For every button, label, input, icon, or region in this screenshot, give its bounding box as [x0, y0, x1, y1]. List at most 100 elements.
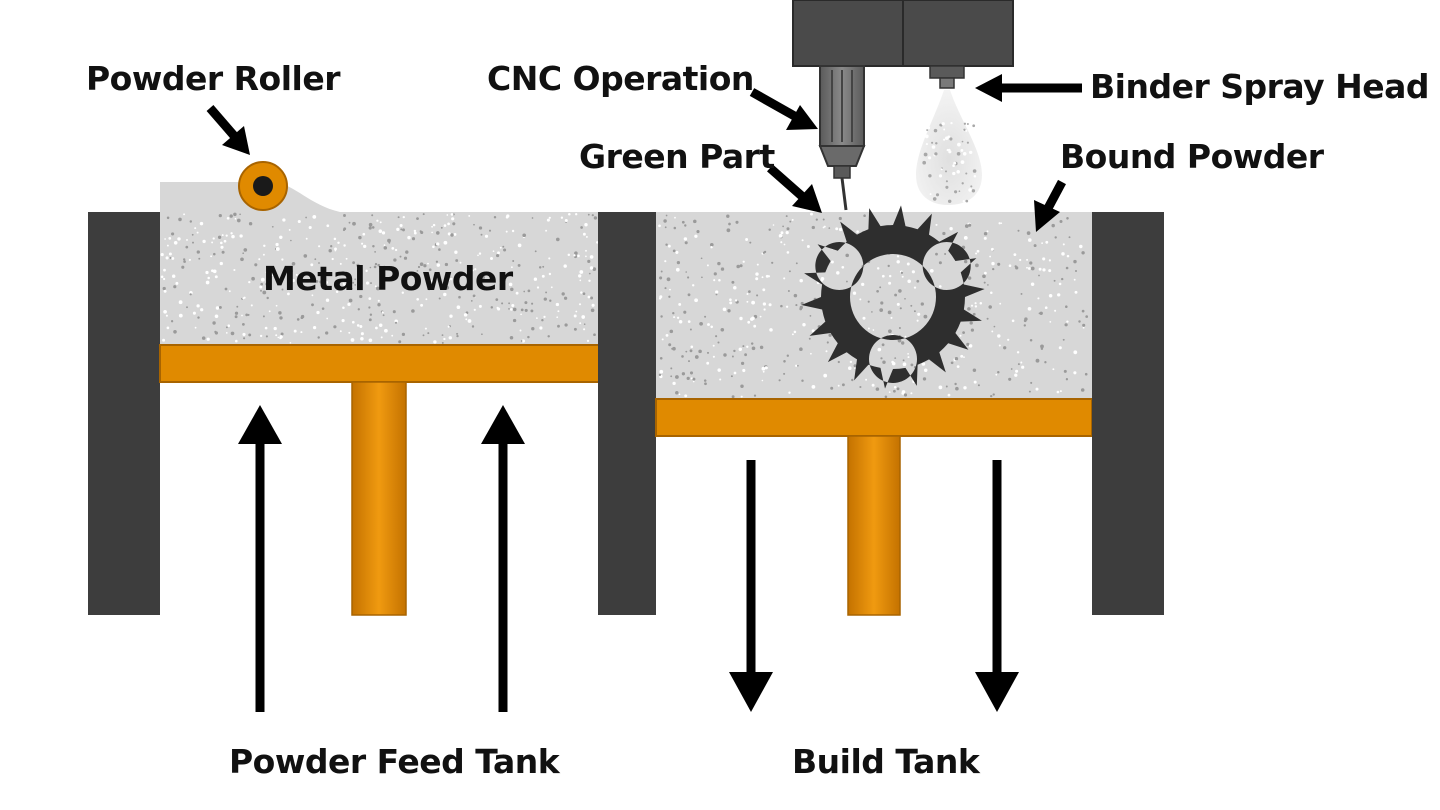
powder-speckle [787, 290, 790, 292]
powder-speckle [172, 274, 176, 278]
powder-speckle [678, 320, 683, 324]
powder-speckle [196, 231, 199, 234]
powder-speckle [941, 122, 945, 126]
powder-speckle [945, 180, 948, 183]
powder-speckle [979, 301, 983, 305]
powder-speckle [668, 295, 671, 298]
powder-speckle [972, 124, 976, 128]
powder-speckle [260, 282, 264, 286]
powder-speckle [496, 254, 500, 258]
powder-speckle [899, 307, 902, 310]
powder-speckle [577, 254, 580, 258]
powder-speckle [949, 226, 953, 231]
powder-speckle [169, 256, 172, 259]
powder-speckle [416, 297, 420, 301]
powder-speckle [1023, 324, 1026, 327]
powder-speckle [449, 314, 453, 318]
powder-speckle [371, 226, 375, 229]
powder-speckle [436, 242, 440, 246]
powder-speckle [783, 360, 786, 363]
powder-speckle [189, 293, 192, 296]
powder-speckle [536, 317, 538, 319]
build-platform [655, 398, 1093, 437]
powder-speckle [938, 174, 943, 178]
powder-speckle [845, 280, 848, 283]
powder-speckle [933, 128, 938, 133]
powder-speckle [243, 337, 246, 340]
powder-speckle [592, 267, 597, 271]
powder-speckle [684, 394, 688, 398]
powder-speckle [1065, 378, 1069, 381]
powder-speckle [357, 308, 360, 311]
powder-speckle [1051, 223, 1055, 228]
powder-speckle [1053, 279, 1056, 282]
powder-speckle [830, 260, 834, 264]
powder-speckle [368, 306, 371, 309]
powder-speckle [281, 258, 284, 261]
powder-speckle [950, 121, 953, 125]
powder-speckle [448, 336, 452, 340]
powder-speckle [887, 310, 892, 315]
powder-speckle [564, 323, 568, 327]
powder-speckle [567, 253, 571, 257]
powder-speckle [168, 237, 172, 240]
powder-speckle [722, 307, 727, 312]
powder-speckle [360, 332, 364, 336]
powder-speckle [248, 280, 251, 284]
powder-speckle [973, 380, 977, 384]
powder-speckle [573, 327, 577, 331]
powder-speckle [578, 303, 582, 306]
powder-speckle [692, 284, 695, 287]
powder-speckle [761, 276, 764, 279]
powder-speckle [797, 364, 799, 367]
powder-speckle [712, 344, 715, 347]
powder-speckle [672, 346, 676, 351]
powder-speckle [291, 278, 295, 283]
powder-speckle [954, 382, 957, 386]
powder-speckle [228, 290, 231, 293]
powder-speckle [663, 219, 667, 223]
powder-speckle [478, 304, 482, 308]
feed-tank [88, 182, 601, 616]
powder-speckle [761, 379, 764, 382]
powder-speckle [960, 148, 964, 152]
powder-speckle [938, 285, 942, 288]
powder-speckle [235, 339, 238, 343]
powder-speckle [720, 267, 725, 271]
powder-speckle [717, 261, 721, 266]
powder-speckle [549, 299, 552, 302]
powder-speckle [331, 257, 334, 261]
powder-speckle [955, 386, 959, 391]
powder-speckle [456, 334, 459, 338]
powder-speckle [845, 253, 849, 258]
powder-speckle [945, 185, 949, 189]
powder-speckle [186, 306, 188, 309]
powder-speckle [557, 324, 560, 328]
powder-speckle [588, 272, 591, 275]
powder-speckle [704, 382, 707, 386]
powder-speckle [1078, 320, 1081, 323]
powder-speckle [881, 343, 885, 347]
powder-speckle [771, 261, 774, 264]
powder-speckle [568, 213, 571, 216]
powder-speckle [983, 236, 987, 240]
powder-speckle [493, 216, 497, 219]
arrow-build-down-left [729, 460, 773, 712]
powder-speckle [929, 268, 934, 273]
powder-speckle [160, 275, 164, 279]
arrow-powder-roller [206, 105, 250, 155]
powder-speckle [929, 193, 932, 196]
powder-speckle [287, 292, 290, 296]
powder-speckle [795, 262, 798, 265]
powder-speckle [960, 354, 964, 358]
powder-speckle [234, 315, 238, 319]
powder-speckle [768, 228, 771, 231]
powder-speckle [928, 174, 932, 178]
powder-speckle [916, 319, 919, 322]
powder-speckle [910, 363, 914, 367]
powder-speckle [810, 212, 813, 216]
powder-speckle [969, 150, 973, 155]
powder-speckle [377, 303, 381, 307]
powder-speckle [531, 302, 534, 305]
